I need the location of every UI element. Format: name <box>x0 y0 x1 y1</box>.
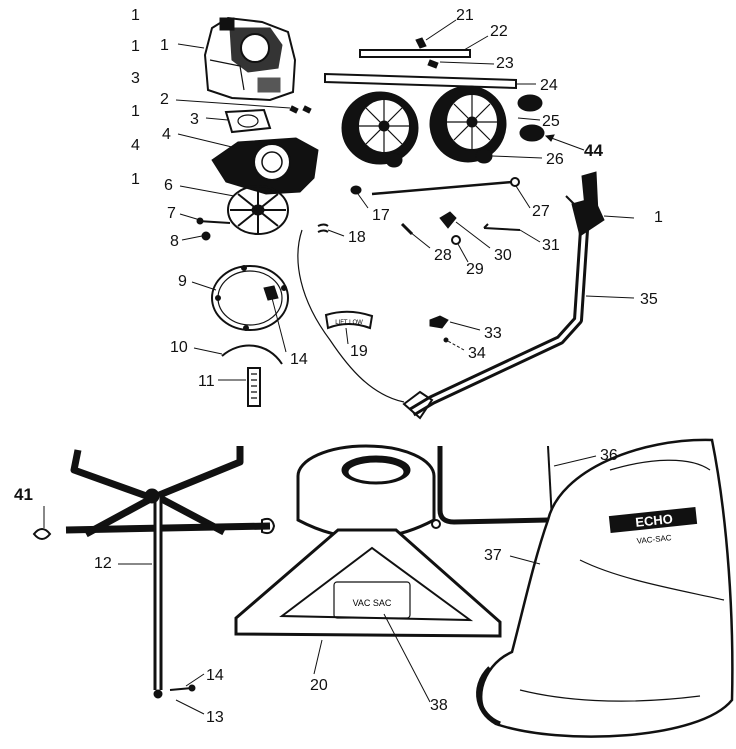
tag-11-drawing <box>247 367 261 407</box>
frame-12-drawing <box>65 446 276 690</box>
echo-brand-label: ECHO <box>635 511 674 530</box>
callout-27: 27 <box>532 203 550 220</box>
callout-8: 8 <box>170 233 179 250</box>
impeller-drawing <box>227 185 289 235</box>
decal-19-drawing: LIFT LOW <box>324 310 374 330</box>
callout-3: 3 <box>190 111 199 128</box>
callout-35: 35 <box>640 291 658 308</box>
callout-34: 34 <box>468 345 486 362</box>
callout-33: 33 <box>484 325 502 342</box>
callout-22: 22 <box>490 23 508 40</box>
washer-17-drawing <box>350 185 362 195</box>
callout-12: 12 <box>94 555 112 572</box>
callout-21: 21 <box>456 7 474 24</box>
callout-1-handle: 1 <box>654 209 663 226</box>
ring-9-drawing <box>211 265 289 331</box>
nut-8-drawing <box>201 231 211 241</box>
callout-29: 29 <box>466 261 484 278</box>
deck-plate-drawing <box>211 137 319 195</box>
wheel-bushings-drawing <box>385 148 493 168</box>
bag-37-drawing: ECHO VAC-SAC <box>476 438 734 738</box>
spring-31-drawing <box>483 223 521 231</box>
callout-26: 26 <box>546 151 564 168</box>
callout-4: 4 <box>162 126 171 143</box>
pin-13-drawing <box>153 689 163 699</box>
callout-25: 25 <box>542 113 560 130</box>
callout-38: 38 <box>430 697 448 714</box>
bag-frame-36-drawing <box>431 445 553 529</box>
rod-27-drawing <box>371 177 520 196</box>
handle-35-drawing <box>402 229 589 420</box>
callout-9: 9 <box>178 273 187 290</box>
callout-41: 41 <box>14 485 33 504</box>
vac-sac-hood-label: VAC SAC <box>353 598 392 608</box>
callout-13: 13 <box>206 709 224 726</box>
screws-drawing <box>289 105 312 114</box>
callout-31: 31 <box>542 237 560 254</box>
lift-low-label: LIFT LOW <box>335 320 363 326</box>
margin-quantity-column: 1 1 3 1 4 1 <box>131 7 140 188</box>
axle-bracket-drawing <box>324 72 517 90</box>
callout-23: 23 <box>496 55 514 72</box>
callout-2: 2 <box>160 91 169 108</box>
callout-14-frame: 14 <box>206 667 224 684</box>
callout-20: 20 <box>310 677 328 694</box>
latch-33-drawing <box>429 315 449 329</box>
margin-number: 1 <box>131 103 140 120</box>
wheel-right-drawing <box>429 85 507 163</box>
wheel-left-drawing <box>341 91 419 165</box>
callout-44: 44 <box>584 141 603 160</box>
cap-44-drawing <box>519 124 545 142</box>
margin-number: 4 <box>131 137 140 154</box>
callout-6: 6 <box>164 177 173 194</box>
callout-28: 28 <box>434 247 452 264</box>
callout-24: 24 <box>540 77 558 94</box>
lever-30-drawing <box>439 211 461 245</box>
margin-number: 3 <box>131 70 140 87</box>
callout-10: 10 <box>170 339 188 356</box>
callout-14-ring: 14 <box>290 351 308 368</box>
callout-7: 7 <box>167 205 176 222</box>
callout-1: 1 <box>160 37 169 54</box>
margin-number: 1 <box>131 171 140 188</box>
callout-17: 17 <box>372 207 390 224</box>
margin-number: 1 <box>131 38 140 55</box>
hood-20-drawing: VAC SAC <box>234 444 502 638</box>
clips-18-drawing <box>317 223 329 233</box>
margin-number: 1 <box>131 7 140 24</box>
cord-10-drawing <box>221 344 283 365</box>
callout-30: 30 <box>494 247 512 264</box>
callout-labels: 1 2 3 4 6 7 8 9 10 11 14 17 18 19 21 22 … <box>14 7 663 726</box>
callout-37: 37 <box>484 547 502 564</box>
handle-grip-drawing <box>565 171 605 237</box>
callout-11: 11 <box>198 373 215 390</box>
gasket-drawing <box>224 108 272 134</box>
engine-drawing <box>203 16 297 102</box>
leader-lines <box>43 19 635 715</box>
cap-41-drawing <box>32 528 52 540</box>
pin-14-drawing <box>169 684 196 692</box>
lift-cable-drawing <box>297 229 405 403</box>
callout-18: 18 <box>348 229 366 246</box>
axle-bar-drawing <box>359 37 471 69</box>
bolt-7-drawing <box>196 217 231 225</box>
callout-36: 36 <box>600 447 618 464</box>
callout-19: 19 <box>350 343 368 360</box>
hubcap-drawing <box>517 94 543 112</box>
vac-sac-bag-label: VAC-SAC <box>636 533 672 546</box>
